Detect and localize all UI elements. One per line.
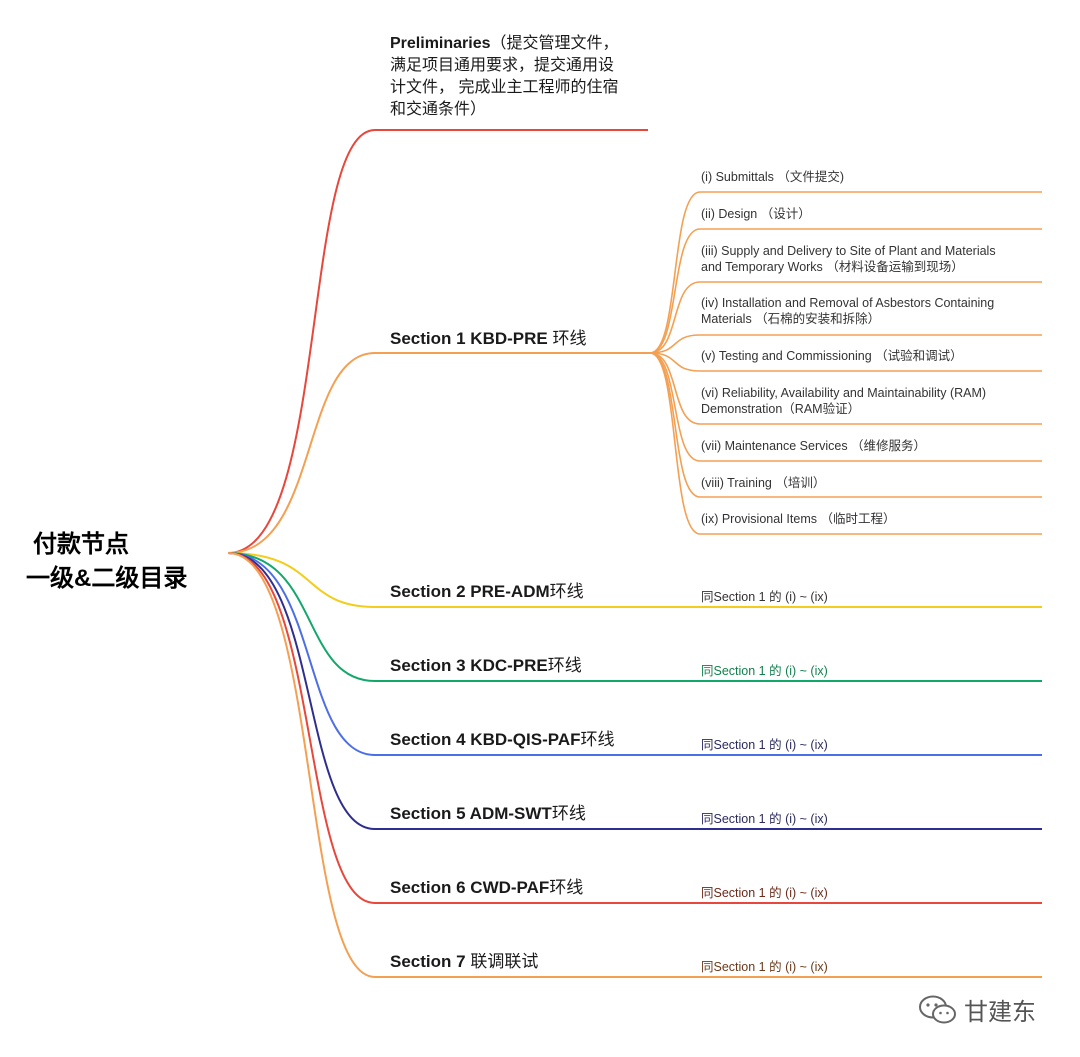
connector-section2 [227, 552, 1042, 608]
sub-item-ii-line1: (ii) Design （设计） [701, 207, 811, 221]
sub-item-vi-line1: (vi) Reliability, Availability and Maint… [701, 386, 987, 400]
section4-note: 同Section 1 的 (i) ~ (ix) [701, 738, 828, 752]
sub-item-ix-line1: (ix) Provisional Items （临时工程） [701, 512, 896, 526]
section7-cn: 联调联试 [465, 952, 539, 971]
section4-node[interactable]: Section 4 KBD-QIS-PAF环线 [390, 725, 614, 750]
connector-section5 [227, 552, 1042, 830]
section3-cn: 环线 [547, 656, 582, 675]
connector-section1 [227, 352, 650, 554]
section5-note: 同Section 1 的 (i) ~ (ix) [701, 812, 828, 826]
connector-section3 [227, 552, 1042, 682]
section3-node[interactable]: Section 3 KDC-PRE环线 [390, 651, 582, 676]
sub-item-iv-line1: (iv) Installation and Removal of Asbesto… [701, 296, 995, 310]
section7-title: Section 7 [390, 952, 466, 971]
section5-node[interactable]: Section 5 ADM-SWT环线 [390, 799, 586, 824]
section2-node[interactable]: Section 2 PRE-ADM环线 [390, 577, 584, 602]
root-title-line1: 付款节点 [33, 531, 129, 558]
preliminaries-line2: 满足项目通用要求，提交通用设 [390, 57, 615, 74]
sub-item-vi[interactable]: (vi) Reliability, Availability and Maint… [701, 385, 1037, 417]
sub-item-vii-line1: (vii) Maintenance Services （维修服务） [701, 439, 927, 453]
sub-item-i[interactable]: (i) Submittals （文件提交) [701, 169, 1037, 185]
connector-section7 [227, 552, 1042, 978]
watermark-text: 甘建东 [964, 999, 1036, 1026]
sub-item-vi-line2: Demonstration（RAM验证） [701, 402, 861, 416]
section4-title: Section 4 KBD-QIS-PAF [390, 730, 581, 749]
connector-sub-iii [649, 281, 1042, 354]
section6-title: Section 6 CWD-PAF [390, 878, 550, 897]
section7-note: 同Section 1 的 (i) ~ (ix) [701, 960, 828, 974]
sub-item-viii-line1: (viii) Training （培训） [701, 476, 826, 490]
sub-item-ii[interactable]: (ii) Design （设计） [701, 206, 1037, 222]
sub-item-iii-line1: (iii) Supply and Delivery to Site of Pla… [701, 244, 996, 258]
section3-title: Section 3 KDC-PRE [390, 656, 548, 675]
preliminaries-line1: （提交管理文件， [490, 35, 619, 52]
connector-sub-vi [649, 352, 1042, 425]
connector-section6 [227, 552, 1042, 904]
preliminaries-title: Preliminaries [390, 35, 491, 52]
sub-item-v-line1: (v) Testing and Commissioning （试验和调试） [701, 349, 963, 363]
section6-node[interactable]: Section 6 CWD-PAF环线 [390, 873, 583, 898]
section6-note: 同Section 1 的 (i) ~ (ix) [701, 886, 828, 900]
section3-note: 同Section 1 的 (i) ~ (ix) [701, 664, 828, 678]
sub-item-i-line1: (i) Submittals （文件提交) [701, 170, 845, 184]
wechat-icon [919, 995, 956, 1023]
connector-section4 [227, 552, 1042, 756]
sub-item-ix[interactable]: (ix) Provisional Items （临时工程） [701, 511, 1037, 527]
section1-cn: 环线 [547, 329, 587, 348]
sub-item-iii-line2: and Temporary Works （材料设备运输到现场） [701, 260, 964, 274]
section5-cn: 环线 [551, 804, 586, 823]
section2-cn: 环线 [549, 582, 584, 601]
sub-item-viii[interactable]: (viii) Training （培训） [701, 475, 1037, 491]
section6-cn: 环线 [549, 878, 584, 897]
connector-sub-ix [649, 352, 1042, 535]
section4-cn: 环线 [580, 730, 615, 749]
section2-note: 同Section 1 的 (i) ~ (ix) [701, 590, 828, 604]
connector-preliminaries [227, 129, 648, 554]
root-title-line2: 一级&二级目录 [26, 565, 188, 592]
connector-sub-ii [649, 228, 1042, 354]
sub-item-iv-line2: Materials （石棉的安装和拆除） [701, 312, 881, 326]
sub-item-vii[interactable]: (vii) Maintenance Services （维修服务） [701, 438, 1037, 454]
preliminaries-line4: 和交通条件） [390, 101, 487, 118]
section2-title: Section 2 PRE-ADM [390, 582, 550, 601]
sub-item-iv[interactable]: (iv) Installation and Removal of Asbesto… [701, 295, 1037, 327]
section5-title: Section 5 ADM-SWT [390, 804, 552, 823]
connector-sub-v [649, 352, 1042, 372]
section1-node[interactable]: Section 1 KBD-PRE 环线 [390, 324, 586, 349]
connector-sub-iv [649, 334, 1042, 354]
watermark: 甘建东 [918, 992, 1036, 1027]
section1-title: Section 1 KBD-PRE [390, 329, 548, 348]
section7-node[interactable]: Section 7 联调联试 [390, 947, 538, 972]
preliminaries-line3: 计文件， 完成业主工程师的住宿 [390, 79, 619, 96]
preliminaries-node[interactable]: Preliminaries（提交管理文件， 满足项目通用要求，提交通用设 计文件… [390, 33, 640, 121]
connector-sub-i [649, 191, 1042, 354]
section1-sub-connectors [649, 191, 1042, 535]
connector-sub-viii [649, 352, 1042, 498]
sub-item-iii[interactable]: (iii) Supply and Delivery to Site of Pla… [701, 243, 1037, 275]
sub-item-v[interactable]: (v) Testing and Commissioning （试验和调试） [701, 348, 1037, 364]
